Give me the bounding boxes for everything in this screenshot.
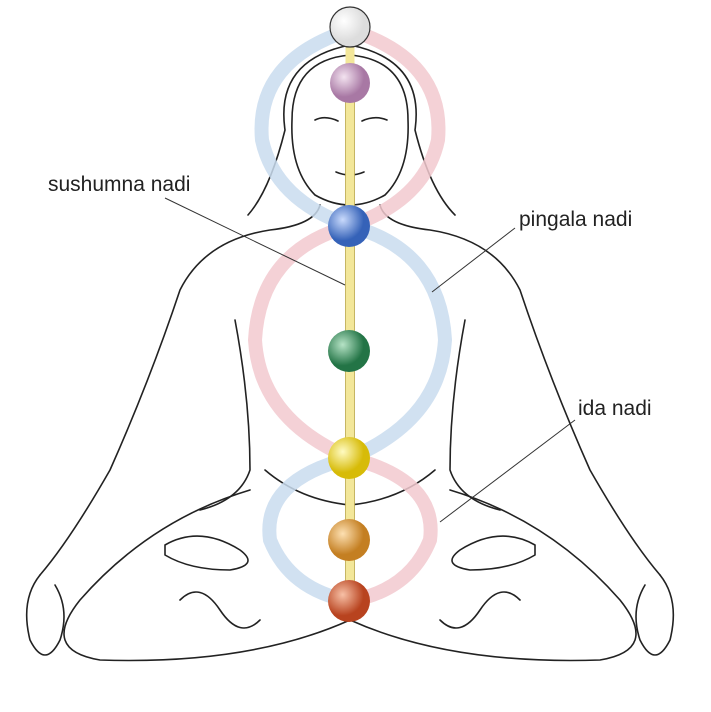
pingala-leader-line bbox=[431, 227, 516, 293]
pingala-nadi-channel bbox=[247, 23, 446, 608]
root-chakra bbox=[328, 580, 370, 622]
solar-plexus-chakra bbox=[328, 437, 370, 479]
torso bbox=[39, 204, 661, 576]
heart-chakra bbox=[328, 330, 370, 372]
sushumna-leader-line bbox=[164, 197, 346, 286]
ida-leader-line bbox=[439, 419, 576, 523]
inner-arms bbox=[199, 319, 501, 511]
crown-chakra bbox=[329, 6, 371, 48]
sushumna-nadi-label: sushumna nadi bbox=[48, 173, 191, 196]
head-outline bbox=[291, 54, 409, 206]
ida-nadi-label: ida nadi bbox=[578, 397, 652, 420]
pingala-nadi-label: pingala nadi bbox=[519, 208, 633, 231]
feet bbox=[164, 535, 536, 571]
garment-pattern bbox=[179, 591, 521, 629]
eyes bbox=[314, 116, 388, 122]
third-eye-chakra bbox=[330, 63, 370, 103]
throat-chakra bbox=[328, 205, 370, 247]
ida-nadi-channel bbox=[254, 23, 453, 608]
sacral-chakra bbox=[328, 519, 370, 561]
left-hand bbox=[25, 574, 65, 656]
right-hand bbox=[635, 574, 675, 656]
